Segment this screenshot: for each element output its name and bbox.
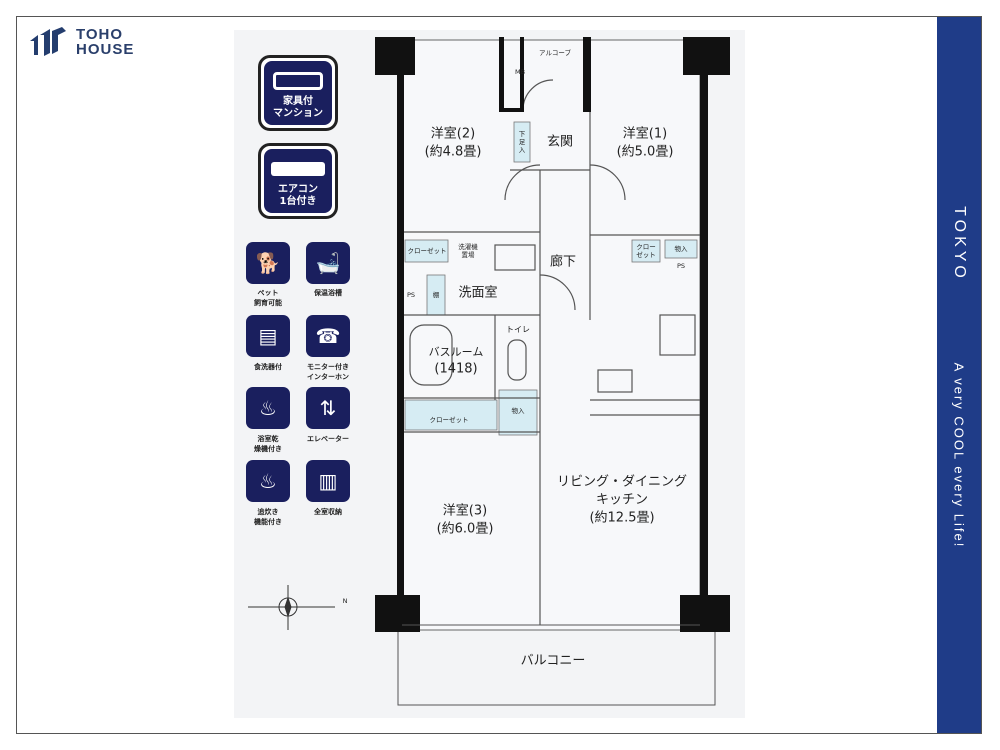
bathroom-label: バスルーム (428, 345, 484, 359)
air-conditioner-icon (271, 162, 325, 176)
western-room-1-label: 洋室(1) (622, 126, 668, 142)
furnished-badge: 家具付 マンション (258, 55, 338, 131)
shelf-label: 棚 (432, 291, 440, 299)
hallway-label: 廊下 (549, 254, 577, 270)
feature-label: 浴室乾 燥機付き (254, 435, 282, 453)
closet-label: クローゼット (407, 247, 447, 255)
bathtub-icon: 🛁 (306, 242, 350, 284)
reheat-icon: ♨ (246, 460, 290, 502)
feature-label: エレベーター (307, 435, 349, 443)
bath-dryer-icon: ♨ (246, 387, 290, 429)
brand-name-line2: HOUSE (76, 41, 135, 58)
balcony-label: バルコニー (520, 653, 586, 669)
intercom-icon: ☎ (306, 315, 350, 357)
genkan-label: 玄関 (546, 134, 574, 150)
storage-areas (404, 121, 698, 436)
ps-label: PS (406, 291, 416, 299)
logo-mark-icon (30, 27, 66, 56)
feature-label: 追炊き 機能付き (254, 508, 282, 526)
western-room-3-size: (約6.0畳) (436, 521, 494, 537)
sofa-icon (273, 72, 323, 90)
balcony-outline (397, 624, 716, 706)
feature-label: 食洗器付 (254, 363, 282, 371)
storage-icon: ▥ (306, 460, 350, 502)
laundry-label: 洗濯機置場 (458, 243, 478, 259)
ps-label: PS (676, 262, 686, 270)
feature-label: 保温浴槽 (314, 289, 342, 297)
mb-label: MB (514, 68, 526, 76)
structural-walls (375, 37, 730, 632)
compass-icon (248, 585, 335, 630)
furnished-label: 家具付 マンション (273, 96, 323, 119)
elevator-icon: ⇅ (306, 387, 350, 429)
alcove-label: アルコーブ (539, 49, 571, 57)
pet-icon: 🐕 (246, 242, 290, 284)
western-room-2-label: 洋室(2) (430, 126, 476, 142)
toilet-label: トイレ (506, 325, 530, 334)
brand-logo: TOHO HOUSE (28, 27, 134, 57)
aircon-label: エアコン 1台付き (278, 184, 318, 207)
feature-label: 全室収納 (314, 508, 342, 516)
washroom-label: 洗面室 (458, 285, 498, 301)
page-frame (16, 16, 982, 734)
brand-name-line1: TOHO (76, 26, 124, 43)
ldk-label-line1: リビング・ダイニング (556, 474, 688, 490)
aircon-badge: エアコン 1台付き (258, 143, 338, 219)
ldk-size: (約12.5畳) (589, 510, 655, 526)
bathroom-size: (1418) (434, 361, 478, 377)
feature-label: モニター付き インターホン (307, 363, 349, 381)
dishwasher-icon: ▤ (246, 315, 290, 357)
western-room-2-size: (約4.8畳) (424, 144, 482, 160)
shoe-storage-label: 下足入 (518, 130, 526, 154)
sidebar-band (937, 17, 981, 733)
storage-label: 物入 (511, 407, 525, 415)
western-room-3-label: 洋室(3) (442, 503, 488, 519)
storage-label: 物入 (674, 245, 688, 253)
western-room-1-size: (約5.0畳) (616, 144, 674, 160)
feature-label: ペット 飼育可能 (254, 289, 282, 307)
compass-north-label: N (342, 597, 348, 605)
closet-label: クローゼット (429, 416, 469, 424)
ldk-label-line2: キッチン (595, 492, 649, 508)
closet-label: クローゼット (636, 243, 656, 259)
